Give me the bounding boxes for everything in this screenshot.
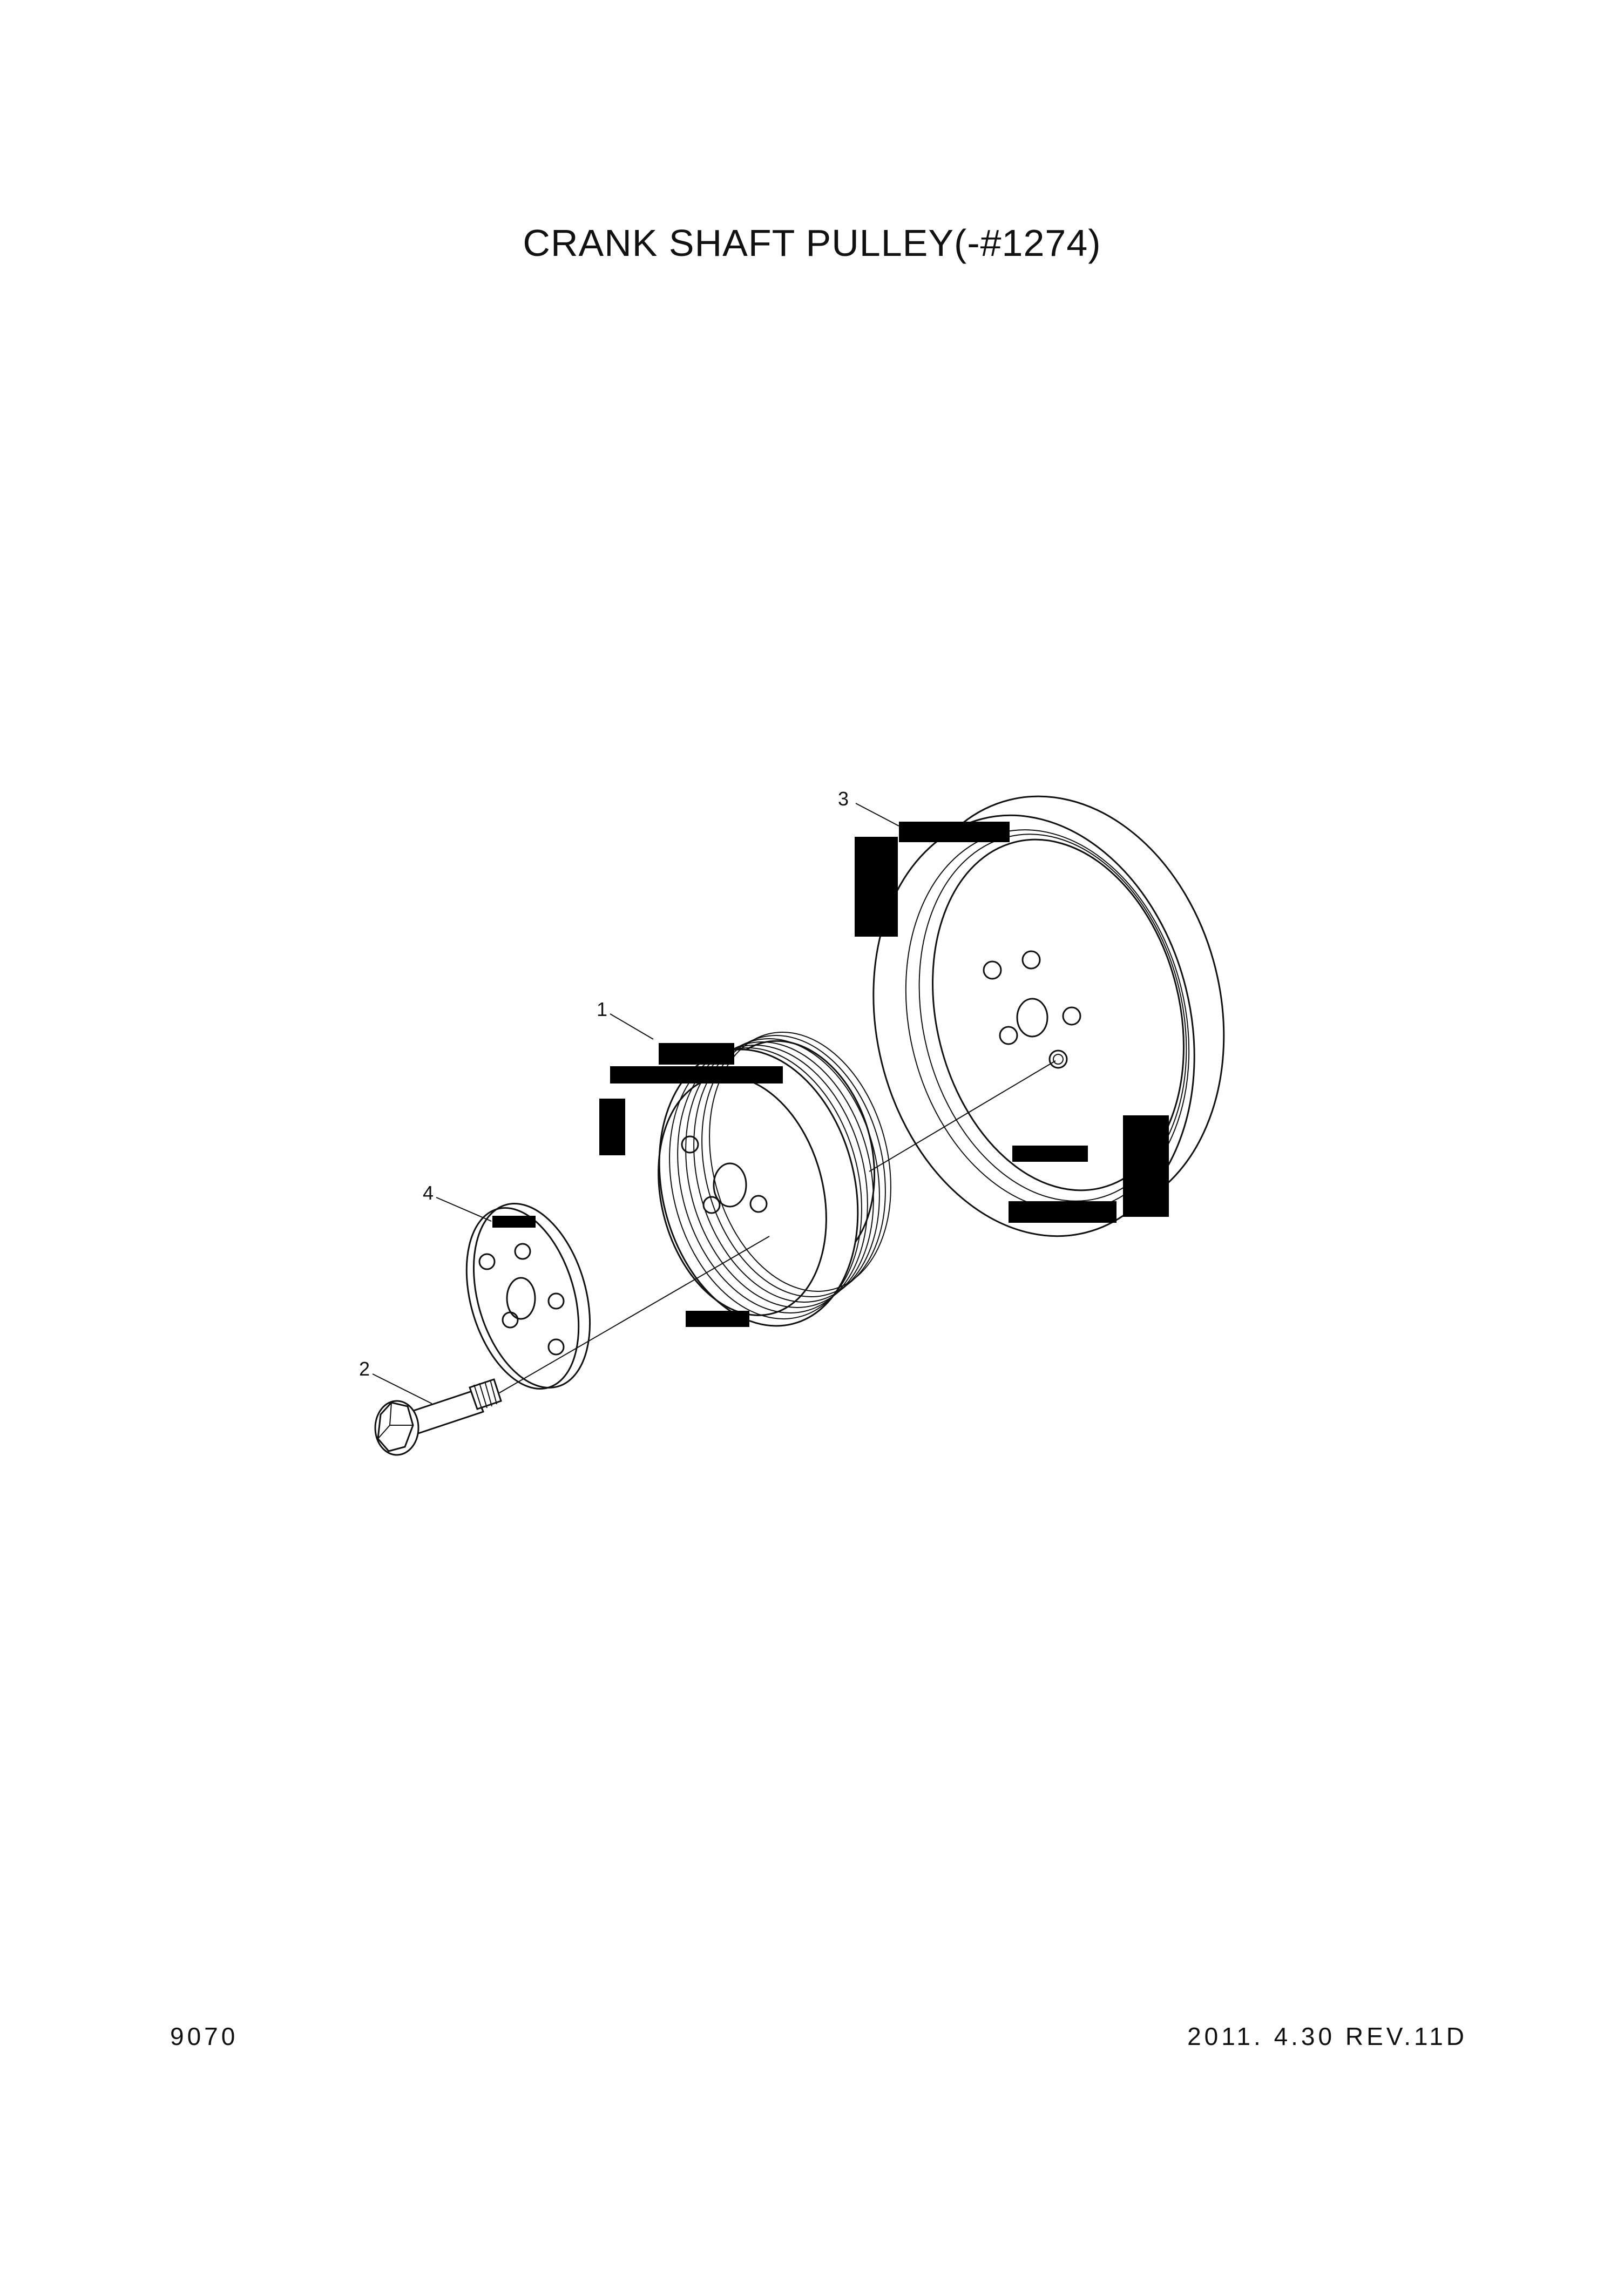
part-2-bolt (374, 1378, 502, 1456)
callout-label-3: 3 (838, 788, 849, 810)
page-code: 9070 (170, 2022, 239, 2050)
date-revision: 2011. 4.30 REV.11D (1187, 2022, 1467, 2050)
callout-label-2: 2 (359, 1358, 370, 1380)
diagram-title: CRANK SHAFT PULLEY(-#1274) (523, 222, 1101, 264)
redaction-blocks (492, 822, 1169, 1327)
callout-label-1: 1 (597, 998, 607, 1020)
assembly-centerlines (499, 1060, 1056, 1393)
part-3-damper-pulley (872, 795, 1225, 1237)
callout-leaders (372, 803, 899, 1404)
callout-label-4: 4 (423, 1182, 434, 1204)
part-4-plate (465, 1203, 591, 1390)
part-1-pulley (658, 1032, 891, 1327)
